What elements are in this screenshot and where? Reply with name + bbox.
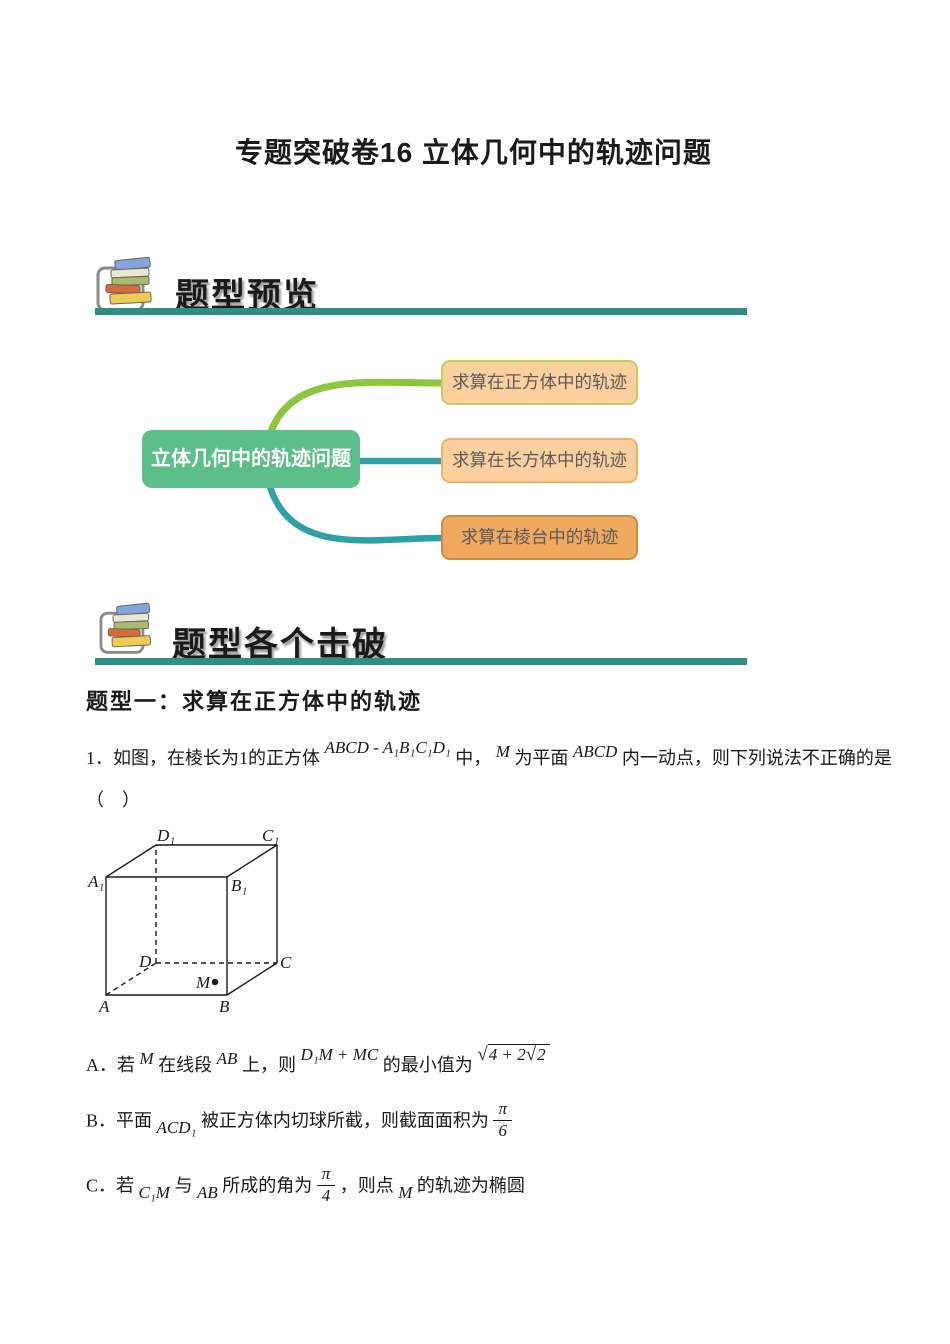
- option-text-fragment: 在线段: [158, 1055, 213, 1075]
- branch-curve-bottom: [266, 483, 447, 544]
- page-title: 专题突破卷16 立体几何中的轨迹问题: [235, 137, 712, 168]
- mindmap-branch-cuboid: 求算在长方体中的轨迹: [441, 438, 638, 483]
- cube-hidden-edge: [105, 962, 157, 996]
- option-text-fragment: 被正方体内切球所截，则截面面积为: [200, 1110, 489, 1131]
- cube-figure: D₁ C₁ A₁ B₁ D C A B M: [87, 826, 292, 1016]
- option-a: A．若 M 在线段 AB 上，则 D₁M + MC 的最小值为 √4 + 2√2: [86, 1044, 550, 1077]
- option-label: B．平面: [86, 1110, 153, 1131]
- sqrt-inner-content: 2: [536, 1044, 548, 1064]
- section-heading-text: 题型各个击破: [172, 627, 388, 664]
- math-fragment: D₁M + MC: [300, 1045, 379, 1064]
- question-type-heading: 题型一：求算在正方体中的轨迹: [86, 689, 423, 714]
- fraction-denominator: 4: [321, 1185, 331, 1205]
- question-text-fragment: 中，: [455, 748, 492, 768]
- math-fragment: ACD₁: [156, 1117, 197, 1137]
- vertex-label-c1: C₁: [262, 826, 279, 845]
- mindmap-branch-lines: [266, 378, 449, 544]
- vertex-label-b: B: [219, 997, 230, 1016]
- mindmap-branch-frustum: 求算在棱台中的轨迹: [441, 515, 638, 560]
- question-text: 1．如图，在棱长为1的正方体 ABCD - A₁B₁C₁D₁ 中， M 为平面 …: [86, 738, 892, 770]
- point-label-m: M: [195, 973, 211, 992]
- vertex-label-c: C: [280, 953, 292, 972]
- vertex-label-a1: A₁: [87, 872, 104, 891]
- fraction-denominator: 6: [498, 1120, 507, 1140]
- vertex-label-d: D: [138, 952, 152, 971]
- fraction-numerator: π: [316, 1164, 336, 1186]
- question-text-fragment: 内一动点，则下列说法不正确的是: [621, 748, 892, 768]
- math-point-m: M: [495, 742, 510, 761]
- question-text-fragment: 为平面: [514, 748, 569, 768]
- branch-curve-top: [266, 378, 447, 438]
- books-icon: [99, 602, 151, 654]
- math-fragment: AB: [196, 1182, 218, 1202]
- section-divider-bar: [95, 658, 747, 665]
- section-divider-bar: [95, 308, 747, 315]
- option-label: A．若: [86, 1055, 135, 1075]
- option-label: C．若: [86, 1175, 135, 1196]
- radical-sign: √: [525, 1044, 537, 1065]
- sqrt-content: 4 + 2: [488, 1045, 526, 1064]
- fraction-numerator: π: [493, 1099, 512, 1121]
- vertex-label-d1: D₁: [156, 826, 175, 845]
- math-fragment: C₁M: [138, 1182, 170, 1202]
- option-text-fragment: 的最小值为: [382, 1055, 473, 1075]
- mindmap-branch-cube: 求算在正方体中的轨迹: [441, 360, 638, 405]
- math-fragment: M: [139, 1049, 154, 1068]
- math-plane-abcd: ABCD: [572, 742, 618, 761]
- option-text-fragment: 的轨迹为椭圆: [416, 1175, 525, 1196]
- radical-sign: √: [477, 1044, 488, 1065]
- vertex-label-a: A: [98, 997, 110, 1016]
- books-icon: [96, 256, 152, 312]
- answer-bracket: （ ）: [86, 790, 140, 810]
- option-text-fragment: 上，则: [241, 1055, 296, 1075]
- cube-edge: [105, 844, 157, 878]
- section-header-breakdown: 题型各个击破: [95, 602, 747, 665]
- mindmap-root-node: 立体几何中的轨迹问题: [142, 430, 360, 488]
- math-fragment: M: [398, 1182, 413, 1202]
- sqrt-expression: √4 + 2√2: [477, 1044, 550, 1066]
- point-m-dot: [211, 978, 219, 986]
- option-text-fragment: ，则点: [339, 1175, 394, 1196]
- option-text-fragment: 所成的角为: [222, 1175, 313, 1196]
- question-lead: 1．如图，在棱长为1的正方体: [86, 748, 320, 768]
- cube-edge: [226, 962, 278, 996]
- cube-edge: [226, 844, 278, 878]
- math-solid-name: ABCD - A₁B₁C₁D₁: [324, 738, 451, 757]
- section-header-preview: 题型预览: [95, 256, 747, 321]
- vertex-label-b1: B₁: [231, 876, 247, 895]
- math-fragment: AB: [216, 1049, 238, 1068]
- option-text-fragment: 与: [174, 1175, 193, 1196]
